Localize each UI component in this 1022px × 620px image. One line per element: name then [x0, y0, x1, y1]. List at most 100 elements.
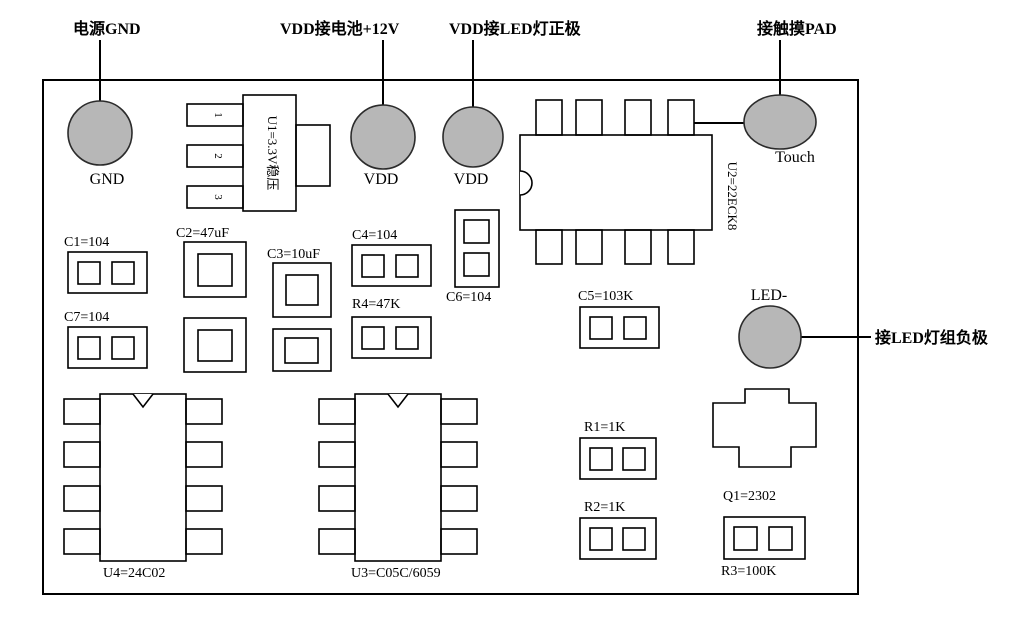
- u1-pin1-number: 1: [212, 112, 224, 118]
- vdd2-pad-label: VDD: [454, 171, 489, 188]
- r4-outline: [351, 316, 432, 359]
- c2-label: C2=47uF: [176, 226, 229, 241]
- c2-pad1-inner: [197, 253, 233, 287]
- c6-outline: [454, 209, 500, 288]
- u2-pin-top-1: [535, 99, 563, 136]
- u4-pin-left-4: [63, 528, 101, 555]
- u3-pin-right-1: [440, 398, 478, 425]
- c7-pad-1: [77, 336, 101, 360]
- c3-pad1-inner: [285, 274, 319, 306]
- power-gnd-callout-label: 电源GND: [73, 19, 141, 38]
- c1-label: C1=104: [64, 235, 109, 250]
- u2-body: [519, 134, 713, 231]
- r3-pad-2: [768, 526, 793, 551]
- c3-label: C3=10uF: [267, 247, 320, 262]
- q1-outline: [712, 388, 817, 468]
- vdd-battery-callout-label: VDD接电池+12V: [280, 19, 400, 38]
- u4-pin-left-3: [63, 485, 101, 512]
- u3-pin-right-4: [440, 528, 478, 555]
- u1-tab: [295, 124, 331, 187]
- c5-pad-2: [623, 316, 647, 340]
- vdd1-pad-label: VDD: [364, 171, 399, 188]
- u4-pin-left-1: [63, 398, 101, 425]
- c6-pad-1: [463, 219, 490, 244]
- u2-pin-bottom-3: [624, 229, 652, 265]
- u1-label: U1=3.3V稳压: [265, 116, 280, 191]
- u4-pin-right-4: [185, 528, 223, 555]
- c1-pad-1: [77, 261, 101, 285]
- r4-label: R4=47K: [352, 297, 400, 312]
- u3-pin-left-3: [318, 485, 356, 512]
- u3-pin-left-1: [318, 398, 356, 425]
- r4-pad-1: [361, 326, 385, 350]
- led-negative-callout-label: 接LED灯组负极: [875, 328, 989, 347]
- r2-pad-1: [589, 527, 613, 551]
- u2-pin-bottom-4: [667, 229, 695, 265]
- u2-pin-top-3: [624, 99, 652, 136]
- u2-pin-top-4: [667, 99, 695, 136]
- r3-pad-1: [733, 526, 758, 551]
- u4-pin-right-1: [185, 398, 223, 425]
- u3-notch: [387, 393, 409, 409]
- u2-pin-bottom-1: [535, 229, 563, 265]
- u3-label: U3=C05C/6059: [351, 566, 441, 581]
- u2-notch: [519, 170, 533, 196]
- u4-body: [99, 393, 187, 562]
- u3-body: [354, 393, 442, 562]
- u4-label: U4=24C02: [103, 566, 165, 581]
- u2-pin-top-2: [575, 99, 603, 136]
- q1-label: Q1=2302: [723, 489, 776, 504]
- c7-pad-2: [111, 336, 135, 360]
- c5-pad-1: [589, 316, 613, 340]
- c2-pad2-outer: [183, 317, 247, 373]
- u3-pin-left-2: [318, 441, 356, 468]
- u4-pin-right-2: [185, 441, 223, 468]
- r2-label: R2=1K: [584, 500, 625, 515]
- gnd-pad: [67, 100, 133, 166]
- c1-outline: [67, 251, 148, 294]
- vdd-led-callout-label: VDD接LED灯正极: [449, 19, 582, 38]
- c4-pad-2: [395, 254, 419, 278]
- r2-outline: [579, 517, 657, 560]
- gnd-pad-label: GND: [90, 171, 125, 188]
- c4-pad-1: [361, 254, 385, 278]
- c3-pad2-inner: [284, 337, 319, 364]
- r3-label: R3=100K: [721, 564, 776, 579]
- u4-notch: [132, 393, 154, 409]
- u3-pin-left-4: [318, 528, 356, 555]
- r3-outline: [723, 516, 806, 560]
- u1-pin2-number: 2: [212, 153, 224, 159]
- u1-pin3-number: 3: [212, 194, 224, 200]
- c1-pad-2: [111, 261, 135, 285]
- c2-pad2-inner: [197, 329, 233, 362]
- vdd1-pad: [350, 104, 416, 170]
- u4-pin-left-2: [63, 441, 101, 468]
- c4-outline: [351, 244, 432, 287]
- led-negative-pad: [738, 305, 802, 369]
- c3-pad1-outer: [272, 262, 332, 318]
- r1-outline: [579, 437, 657, 480]
- c3-pad2-outer: [272, 328, 332, 372]
- r1-label: R1=1K: [584, 420, 625, 435]
- r1-pad-2: [622, 447, 646, 471]
- touch-pad: [743, 94, 817, 150]
- u3-pin-right-2: [440, 441, 478, 468]
- c6-pad-2: [463, 252, 490, 277]
- c7-label: C7=104: [64, 310, 109, 325]
- r2-pad-2: [622, 527, 646, 551]
- c5-label: C5=103K: [578, 289, 633, 304]
- c6-label: C6=104: [446, 290, 491, 305]
- c2-pad1-outer: [183, 241, 247, 298]
- u4-pin-right-3: [185, 485, 223, 512]
- r4-pad-2: [395, 326, 419, 350]
- touch-callout-label: 接触摸PAD: [757, 19, 837, 38]
- c5-outline: [579, 306, 660, 349]
- u2-label: U2=22ECK8: [725, 162, 740, 231]
- u3-pin-right-3: [440, 485, 478, 512]
- touch-pad-label: Touch: [775, 149, 815, 166]
- vdd2-pad: [442, 106, 504, 168]
- u2-pin-bottom-2: [575, 229, 603, 265]
- led-negative-pad-label: LED-: [751, 287, 787, 304]
